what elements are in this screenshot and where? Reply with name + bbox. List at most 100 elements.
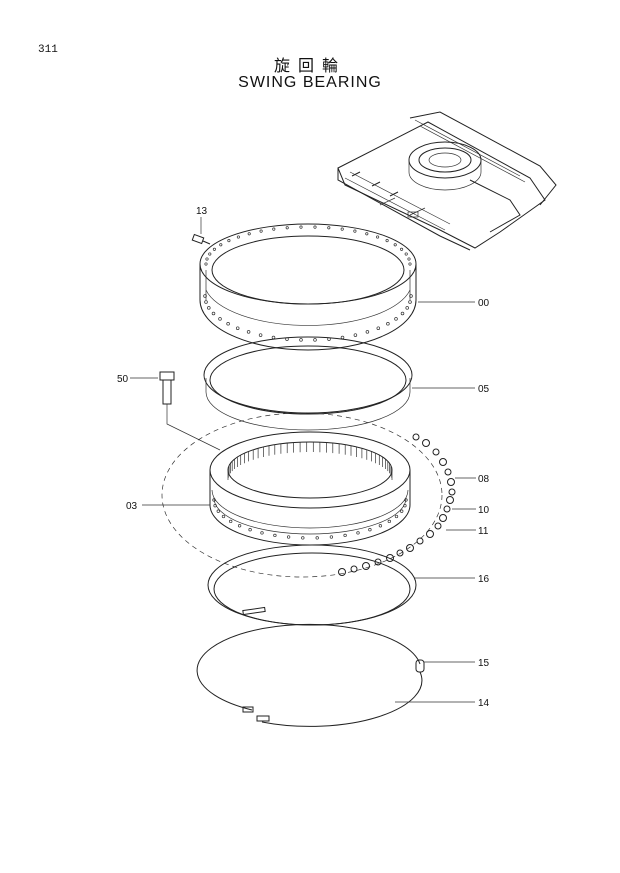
bolt-hole — [212, 498, 216, 502]
bolt-hole — [235, 326, 240, 330]
bolt-hole — [218, 317, 222, 321]
bolt-hole — [237, 524, 242, 528]
bolt-hole — [343, 533, 347, 538]
bolt-hole — [386, 322, 390, 326]
undercarriage-illustration — [337, 111, 557, 251]
bolt-hole — [236, 235, 240, 239]
ball — [374, 558, 382, 566]
balls-and-retainers — [338, 433, 456, 576]
bolt-hole — [385, 239, 389, 243]
bolt-hole — [407, 257, 411, 261]
bolt-hole — [368, 528, 372, 532]
bolt-hole — [226, 322, 230, 326]
page-number: 311 — [38, 44, 58, 56]
bolt-hole — [259, 229, 263, 233]
bolt-hole — [376, 326, 381, 330]
bolt-hole — [400, 509, 404, 513]
bolt-hole — [207, 306, 211, 310]
bolt-hole — [394, 514, 399, 519]
bolt-hole — [404, 498, 408, 502]
title-english: SWING BEARING — [238, 74, 382, 91]
outer-ring-00 — [199, 223, 475, 351]
bolt-hole — [260, 531, 264, 535]
bolt-hole — [248, 528, 252, 532]
ball — [396, 549, 404, 557]
ball — [362, 562, 370, 570]
bolt-hole — [204, 300, 208, 304]
ball — [422, 439, 430, 447]
bolt-hole — [212, 247, 216, 251]
bolt-hole — [353, 333, 358, 337]
ball — [439, 458, 447, 466]
bolt-hole — [286, 535, 291, 539]
ball — [350, 565, 358, 573]
bolt-hole — [315, 536, 319, 540]
bolt-hole — [408, 300, 412, 304]
bolt-hole — [203, 294, 207, 298]
bolt-hole — [247, 232, 251, 236]
bolt-hole — [376, 235, 380, 239]
bolt-hole — [213, 504, 217, 508]
callout-labels: 13 00 05 50 08 03 10 11 16 15 14 — [117, 206, 490, 709]
callout-08: 08 — [478, 474, 490, 485]
ball — [386, 554, 394, 562]
bolt-hole — [273, 533, 277, 538]
bolt-hole — [211, 311, 216, 316]
ball — [432, 448, 440, 456]
grease-nipple-13 — [191, 217, 211, 245]
bolt-hole — [301, 536, 305, 540]
bolt-50 — [130, 371, 221, 451]
bolt-hole — [365, 232, 369, 236]
callout-14: 14 — [478, 698, 490, 709]
ball — [338, 568, 346, 576]
callout-50: 50 — [117, 374, 129, 385]
bolt-hole — [400, 311, 405, 316]
callout-11: 11 — [478, 526, 489, 537]
title-japanese: 旋回輪 — [273, 56, 346, 75]
bolt-hole — [219, 243, 223, 247]
bolt-hole — [353, 229, 357, 233]
bolt-hole — [205, 257, 209, 261]
seal-05 — [203, 336, 475, 431]
bolt-hole — [227, 239, 231, 243]
callout-10: 10 — [478, 505, 490, 516]
bolt-hole — [409, 294, 413, 298]
bolt-hole — [208, 252, 212, 256]
inner-race-03 — [142, 431, 411, 546]
bolt-hole — [387, 519, 391, 524]
bolt-hole — [204, 262, 208, 266]
bolt-hole — [327, 226, 331, 230]
bolt-hole — [365, 330, 370, 334]
callout-03: 03 — [126, 501, 138, 512]
bolt-hole — [299, 338, 303, 342]
callout-16: 16 — [478, 574, 490, 585]
bolt-hole — [313, 225, 317, 229]
bolt-hole — [221, 514, 226, 519]
bolt-hole — [340, 227, 344, 231]
ball — [447, 478, 455, 486]
ball — [426, 530, 434, 538]
bolt-hole — [400, 247, 404, 251]
bolt-hole — [299, 225, 303, 229]
bolt-hole — [258, 333, 263, 337]
bolt-hole — [229, 519, 233, 524]
bolt-hole — [405, 306, 409, 310]
bolt-hole — [285, 226, 289, 230]
ball — [406, 544, 414, 552]
bolt-hole — [216, 509, 220, 513]
callout-05: 05 — [478, 384, 490, 395]
bolt-hole — [408, 262, 412, 266]
bolt-hole — [403, 504, 407, 508]
ball — [448, 488, 456, 496]
callout-00: 00 — [478, 298, 490, 309]
seal-16 — [207, 544, 475, 626]
callout-13: 13 — [196, 206, 208, 217]
bolt-hole — [313, 338, 317, 342]
bolt-hole — [329, 535, 334, 539]
ball — [443, 505, 451, 513]
bolt-hole — [356, 531, 360, 535]
ball — [444, 468, 452, 476]
ball — [412, 433, 420, 441]
bolt-hole — [393, 243, 397, 247]
